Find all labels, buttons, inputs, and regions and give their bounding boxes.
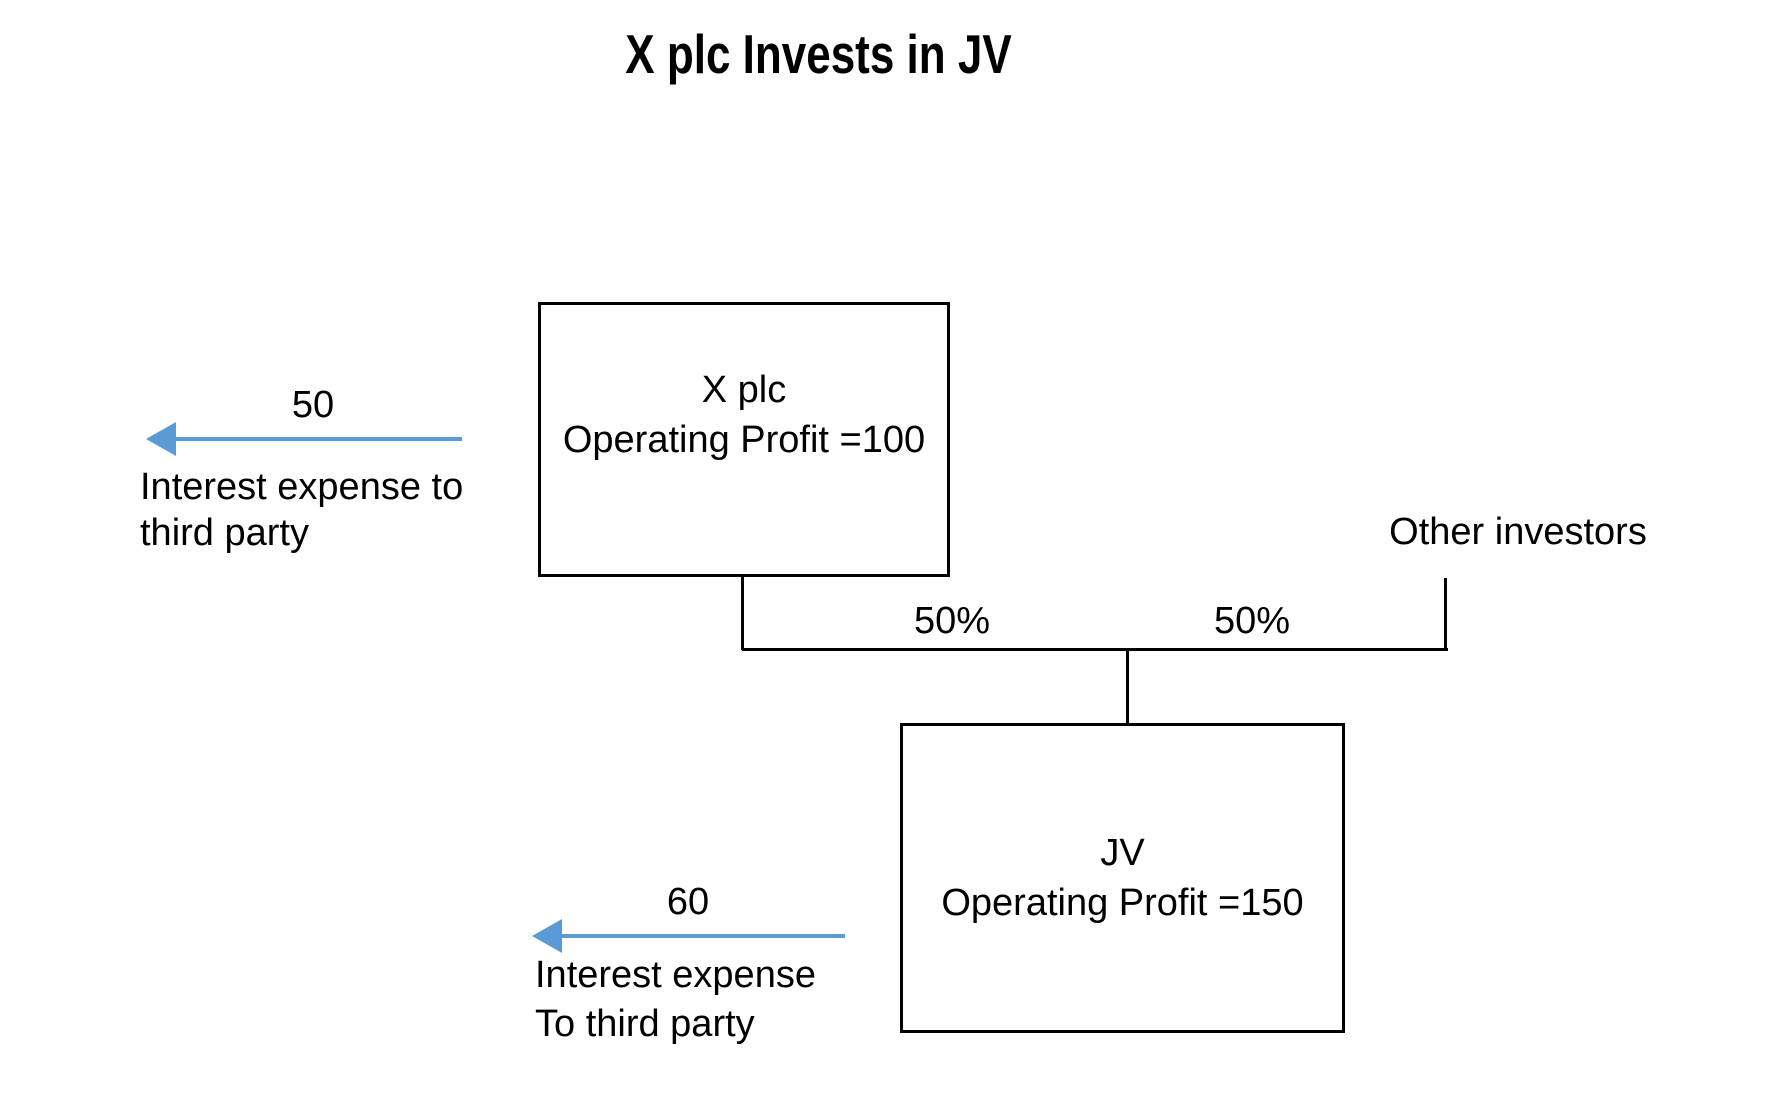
connector-others-down-line	[1444, 578, 1447, 650]
other-investors-label: Other investors	[1389, 511, 1647, 553]
jv-interest-amount: 60	[666, 881, 710, 923]
jv-interest-note: Interest expense To third party	[535, 951, 816, 1049]
left-arrowhead-icon	[532, 919, 562, 953]
x-plc-interest-note-line1: Interest expense to	[140, 466, 464, 508]
others-share-label: 50%	[1213, 600, 1291, 642]
x-plc-interest-note: Interest expense to third party	[140, 464, 463, 556]
x-plc-interest-arrow	[172, 437, 462, 441]
jv-interest-note-line1: Interest expense	[535, 954, 816, 996]
title-wrap: X plc Invests in JV	[0, 22, 1636, 86]
x-plc-share-label: 50%	[913, 600, 991, 642]
jv-interest-note-line2: To third party	[535, 1003, 755, 1045]
jv-interest-arrow	[558, 934, 845, 938]
jv-box: JV Operating Profit =150	[900, 723, 1345, 1033]
connector-jv-up-line	[1126, 648, 1129, 725]
x-plc-operating-profit: Operating Profit =100	[562, 419, 926, 461]
x-plc-interest-note-line2: third party	[140, 512, 309, 554]
x-plc-box: X plc Operating Profit =100	[538, 302, 950, 577]
diagram-title: X plc Invests in JV	[624, 23, 1012, 85]
left-arrowhead-icon	[146, 422, 176, 456]
connector-xplc-down-line	[741, 577, 744, 650]
jv-name: JV	[1100, 832, 1145, 874]
x-plc-name: X plc	[701, 369, 787, 411]
x-plc-interest-amount: 50	[291, 384, 335, 426]
jv-operating-profit: Operating Profit =150	[941, 882, 1304, 924]
connector-horizontal-line	[742, 648, 1448, 651]
